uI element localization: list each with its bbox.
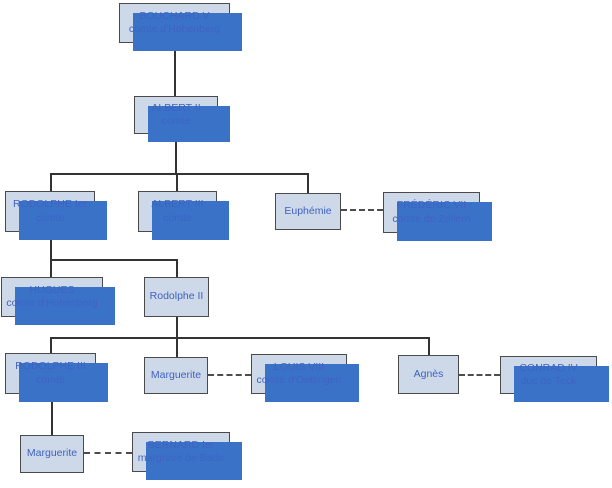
connector-drop-hugues <box>50 259 52 277</box>
marriage-link-marguerite-bernard <box>84 452 132 454</box>
connector-drop-albert-iii <box>176 173 178 191</box>
node-bouchard-v[interactable]: BOUCHARD V comte d'Hohenberg <box>119 3 242 51</box>
node-conrad-iv[interactable]: CONRAD IV duc de Teck <box>500 356 609 402</box>
node-louis-viii[interactable]: LOUIS VIII comte d'Oettingen <box>251 354 359 402</box>
node-euphemie[interactable]: Euphémie <box>275 193 341 230</box>
marriage-link-euphemie-frederic <box>341 209 383 211</box>
person-name: RODOLPHE Ier <box>12 198 88 210</box>
person-title: comte <box>161 115 191 127</box>
person-name: Euphémie <box>284 204 332 217</box>
node-albert-ii[interactable]: ALBERT II comte <box>134 96 230 142</box>
connector-gen5-rail <box>50 337 429 339</box>
person-name: Marguerite <box>150 368 202 381</box>
person-name: BOUCHARD V <box>139 9 210 22</box>
connector-drop-euphemie <box>307 173 309 193</box>
node-rodolphe-ier[interactable]: RODOLPHE Ier comte <box>5 191 107 240</box>
connector-drop-rodolphe-iii <box>50 337 52 353</box>
marriage-link-agnes-conrad <box>459 374 500 376</box>
person-title: comte <box>35 211 65 224</box>
connector-drop-rodolphe-ier <box>50 173 52 191</box>
person-name: Rodolphe II <box>149 290 204 303</box>
connector-bouchard-albert2 <box>174 42 176 96</box>
person-name: LOUIS VIII <box>273 360 325 373</box>
person-title: duc de Teck <box>520 375 577 387</box>
person-name: BERNARD Ier <box>147 438 215 451</box>
person-title: comte de Zollern <box>392 212 471 225</box>
marriage-link-marguerite-louis <box>208 374 251 376</box>
person-title: comte d'Hohenberg <box>128 23 221 35</box>
connector-drop-agnes <box>428 337 430 355</box>
node-marguerite-daughter[interactable]: Marguerite <box>144 357 208 394</box>
node-rodolphe-iii[interactable]: RODOLPHE III comte <box>5 353 108 402</box>
node-hugues[interactable]: HUGUES comte d'Hohenberg <box>1 277 115 325</box>
node-frederic-vii[interactable]: FRÉDÉRIC VII comte de Zollern <box>383 192 492 241</box>
person-name: FRÉDÉRIC VII <box>396 199 467 211</box>
connector-gen3-rail <box>50 173 308 175</box>
person-title: comte d'Oettingen <box>256 374 342 386</box>
node-agnes[interactable]: Agnès <box>398 355 459 394</box>
person-name: Marguerite <box>26 447 78 460</box>
person-title: comte <box>163 211 192 224</box>
person-name: RODOLPHE III <box>15 360 86 372</box>
node-rodolphe-ii[interactable]: Rodolphe II <box>144 277 209 317</box>
connector-albert2-stem <box>175 133 177 173</box>
person-title: comte d'Hohenberg <box>6 297 98 309</box>
person-title: margrave de Bade <box>137 452 225 464</box>
node-albert-iii[interactable]: ALBERT III comte <box>138 191 229 240</box>
connector-drop-rodolphe-ii <box>176 259 178 277</box>
person-title: comte <box>36 373 65 386</box>
person-name: ALBERT II <box>151 101 201 114</box>
node-bernard-ier[interactable]: BERNARD Ier margrave de Bade <box>132 432 242 480</box>
person-name: HUGUES <box>29 283 75 296</box>
connector-rodolphe-iii-marguerite <box>51 394 53 435</box>
person-name: ALBERT III <box>151 198 204 210</box>
person-name: Agnès <box>413 367 444 380</box>
connector-gen4-rail <box>50 259 177 261</box>
connector-rodolphe-ier-stem <box>50 232 52 259</box>
connector-rodolphe-ii-stem <box>176 317 178 337</box>
person-name: CONRAD IV <box>519 361 578 374</box>
connector-drop-marguerite <box>176 337 178 357</box>
node-marguerite-granddaughter[interactable]: Marguerite <box>20 435 84 473</box>
